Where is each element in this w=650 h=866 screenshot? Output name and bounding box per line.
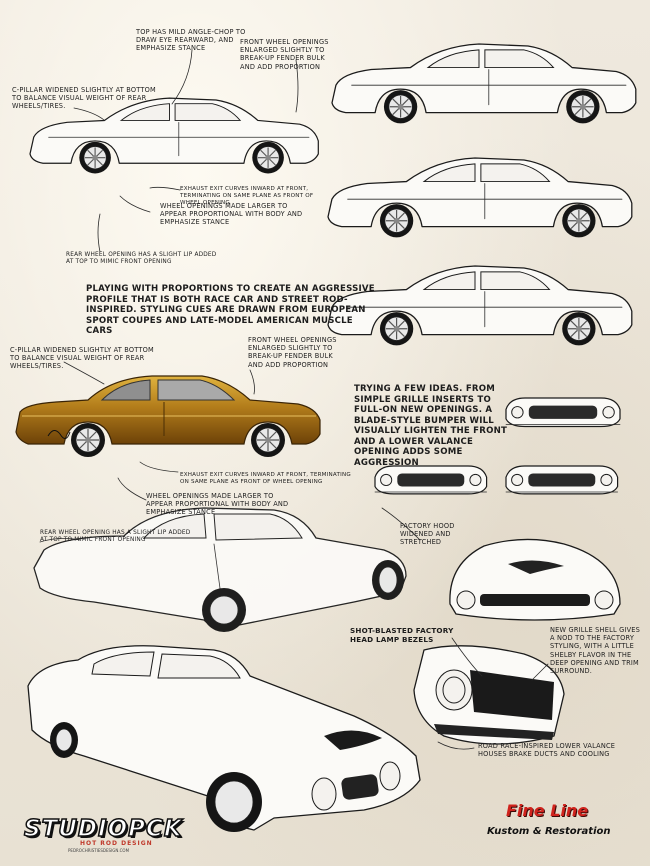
front-hood-sketch [449,538,621,621]
car-main-three-quarter-sketch [27,645,421,832]
note-shot-blasted: Shot-blasted factory head lamp bezels [350,626,454,644]
grille-study-2 [374,465,488,495]
note-road-race: Road race-inspired lower valance houses … [478,742,616,759]
note-top-roof: Top has mild angle-chop to draw eye rear… [136,28,246,53]
artist-signature [47,430,71,439]
note-exhaust-1: Exhaust exit curves inward at front, ter… [180,186,314,206]
gold-car-render [15,375,321,458]
note-c-pillar-1: C-pillar widened slightly at bottom to b… [12,86,156,111]
note-wheel-openings-1: Wheel openings made larger to appear pro… [160,202,303,227]
note-front-wheel-1: Front wheel openings enlarged slightly t… [240,38,329,71]
note-hood-scoop: Factory hood widened and stretched [400,522,455,547]
grille-study-3 [505,465,619,495]
note-wheel-openings-2: Wheel openings made larger to appear pro… [146,492,289,517]
note-ideas: Trying a few ideas. From simple grille i… [354,384,508,468]
fine-line-title: Fine Line [506,801,589,820]
studio-logo-url: PEDROCHRISTIESDESIGN.COM [68,848,130,853]
grille-study-1 [505,397,621,428]
studio-logo: STUDIOPCK [23,815,183,843]
grille-detail-sketch [413,645,565,745]
note-exhaust-2: Exhaust exit curves inward at front, ter… [180,472,351,485]
note-rear-wheel-1: Rear wheel opening has a slight lip adde… [66,252,217,266]
car-side-sketch-2 [332,44,636,123]
car-three-quarter-sketch [33,507,407,632]
note-front-wheel-2: Front wheel openings enlarged slightly t… [248,336,337,369]
leader-lines [39,49,549,750]
studio-logo-sub: HOT ROD DESIGN [80,840,153,847]
car-side-sketch-3 [328,158,632,237]
note-c-pillar-2: C-pillar widened slightly at bottom to b… [10,346,154,371]
note-new-grille: New grille shell gives a nod to the fact… [550,626,641,676]
fine-line-subtitle: Kustom & Restoration [487,826,611,837]
note-proportions: Playing with proportions to create an ag… [86,284,375,336]
note-rear-wheel-2: Rear wheel opening has a slight lip adde… [40,530,191,544]
